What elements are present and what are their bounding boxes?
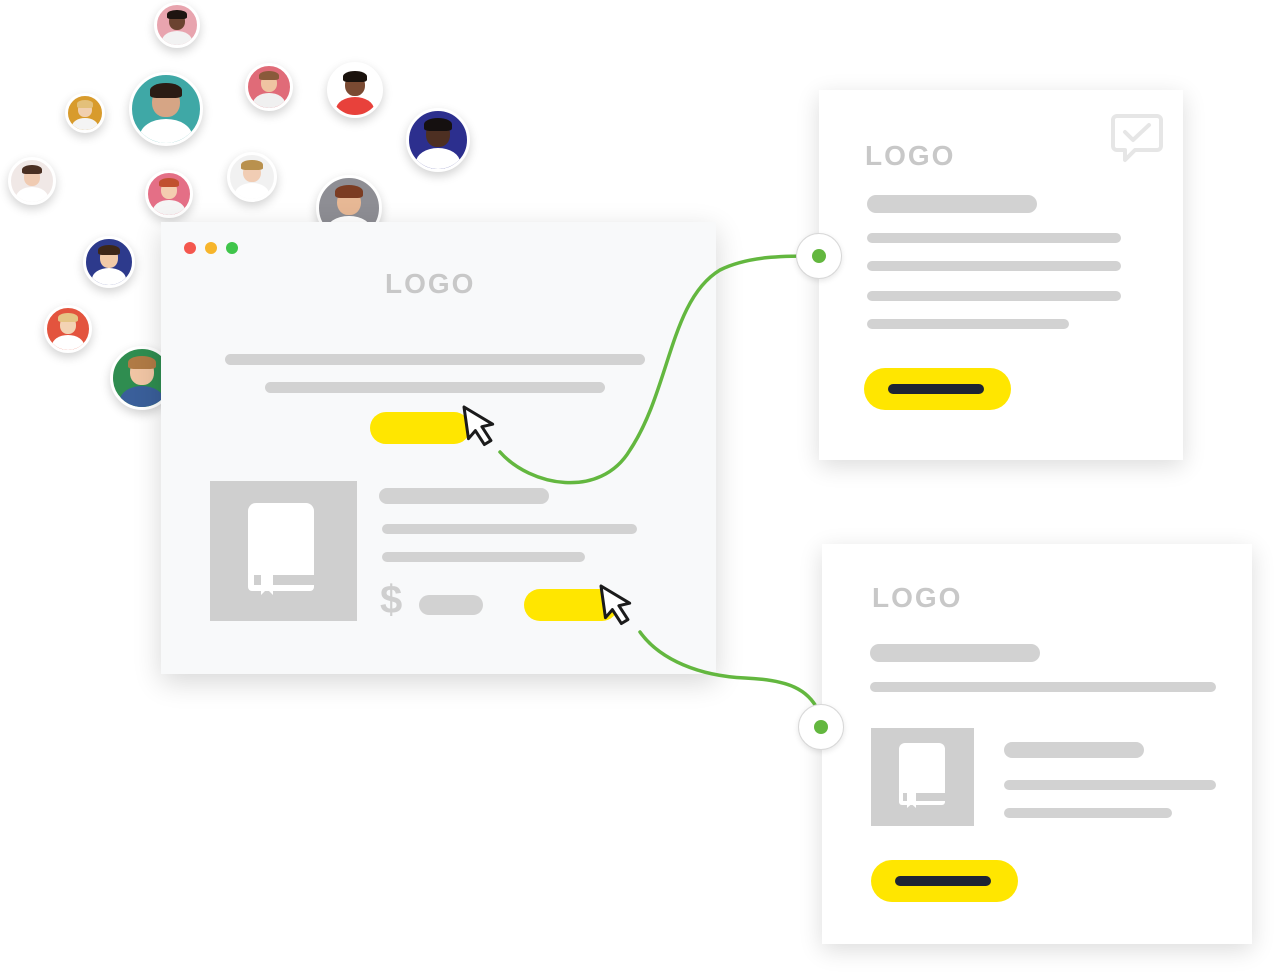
card-top-line-4	[867, 319, 1069, 329]
avatar-9	[227, 152, 277, 202]
avatar-8	[145, 170, 193, 218]
product-desc-line-2	[382, 552, 585, 562]
book-icon	[899, 743, 945, 808]
cursor-arrow-icon	[462, 405, 495, 447]
connector-node-dot	[812, 249, 826, 263]
card-top-logo: LOGO	[865, 140, 956, 171]
card-top-title-placeholder	[867, 195, 1037, 213]
price-placeholder	[419, 595, 483, 615]
chat-check-icon	[1111, 114, 1163, 162]
card-bottom-line-3	[1004, 808, 1172, 818]
card-top-line-1	[867, 233, 1121, 243]
avatar-7	[8, 157, 56, 205]
card-bottom-line-1	[870, 682, 1216, 692]
window-close-dot[interactable]	[184, 242, 196, 254]
connector-line-top	[498, 254, 820, 485]
avatar-1	[154, 2, 200, 48]
card-top-line-2	[867, 261, 1121, 271]
connector-node-bottom	[798, 704, 844, 750]
landing-card-top: LOGO	[819, 90, 1183, 460]
headline-placeholder	[225, 354, 645, 365]
card-top-button-label-placeholder	[888, 384, 984, 394]
card-bottom-product-title	[1004, 742, 1144, 758]
card-top-button[interactable]	[864, 368, 1011, 410]
avatar-4	[245, 63, 293, 111]
card-bottom-line-2	[1004, 780, 1216, 790]
card-bottom-logo: LOGO	[872, 582, 963, 613]
subheadline-placeholder	[265, 382, 605, 393]
cta-button[interactable]	[370, 412, 470, 444]
cursor-arrow-icon	[599, 584, 632, 626]
price-symbol: $	[380, 578, 403, 622]
product-desc-line-1	[382, 524, 637, 534]
product-thumbnail	[210, 481, 357, 621]
card-top-line-3	[867, 291, 1121, 301]
card-bottom-button-label-placeholder	[895, 876, 991, 886]
card-bottom-thumbnail	[871, 728, 974, 826]
avatar-12	[44, 305, 92, 353]
connector-line-bottom	[638, 630, 820, 712]
card-bottom-title-placeholder	[870, 644, 1040, 662]
book-icon	[248, 503, 314, 595]
avatar-11	[83, 236, 135, 288]
landing-card-bottom: LOGO	[822, 544, 1252, 944]
avatar-5	[327, 62, 383, 118]
avatar-3	[129, 72, 203, 146]
connector-node-top	[796, 233, 842, 279]
product-title-placeholder	[379, 488, 549, 504]
browser-logo: LOGO	[385, 268, 476, 299]
window-minimize-dot[interactable]	[205, 242, 217, 254]
connector-node-dot	[814, 720, 828, 734]
avatar-6	[406, 108, 470, 172]
avatar-2	[65, 93, 105, 133]
window-maximize-dot[interactable]	[226, 242, 238, 254]
card-bottom-button[interactable]	[871, 860, 1018, 902]
